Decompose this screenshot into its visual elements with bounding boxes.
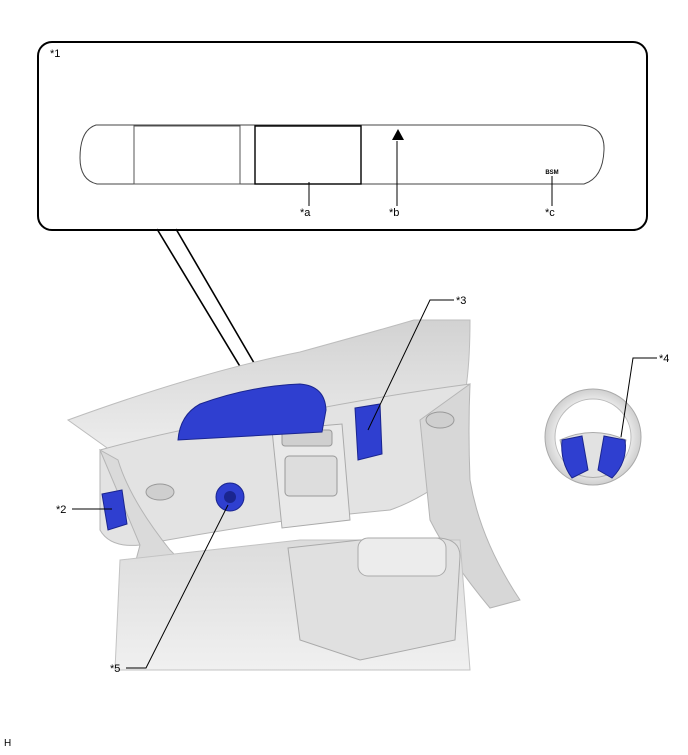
multi-information-display (254, 125, 362, 185)
spiral-cable-highlight (215, 482, 245, 512)
left-vent (145, 483, 175, 501)
leader-3 (367, 299, 454, 431)
right-vent (425, 411, 455, 429)
callout-2: *2 (56, 504, 66, 516)
armrest (357, 537, 447, 577)
left-display (133, 125, 241, 185)
right-ecu-highlight (354, 403, 383, 461)
callout-a: *a (300, 207, 311, 219)
inset-detail: BSM *1 *a *b *c (37, 41, 648, 384)
vehicle-interior (66, 319, 521, 671)
wheel-switch-left-highlight (561, 435, 589, 479)
figure-id: H (4, 738, 12, 749)
left-ecu-highlight (101, 489, 128, 531)
callout-inset: *1 (50, 48, 60, 60)
wheel-switch-right-highlight (597, 435, 626, 479)
inset-pointer-left (156, 228, 251, 384)
callout-4: *4 (659, 353, 669, 365)
callout-c: *c (545, 207, 555, 219)
bsm-indicator-icon: BSM (545, 170, 558, 176)
combination-meter-highlight (177, 383, 327, 441)
callout-5: *5 (110, 663, 120, 675)
callout-b: *b (389, 207, 399, 219)
inset-pointer-right (175, 228, 265, 381)
callout-3: *3 (456, 295, 466, 307)
callout-leaders (72, 299, 657, 669)
leader-4 (620, 357, 657, 438)
warning-triangle-icon (392, 129, 404, 140)
steering-wheel (544, 388, 642, 486)
center-screen (284, 455, 338, 497)
leader-5 (126, 504, 229, 669)
